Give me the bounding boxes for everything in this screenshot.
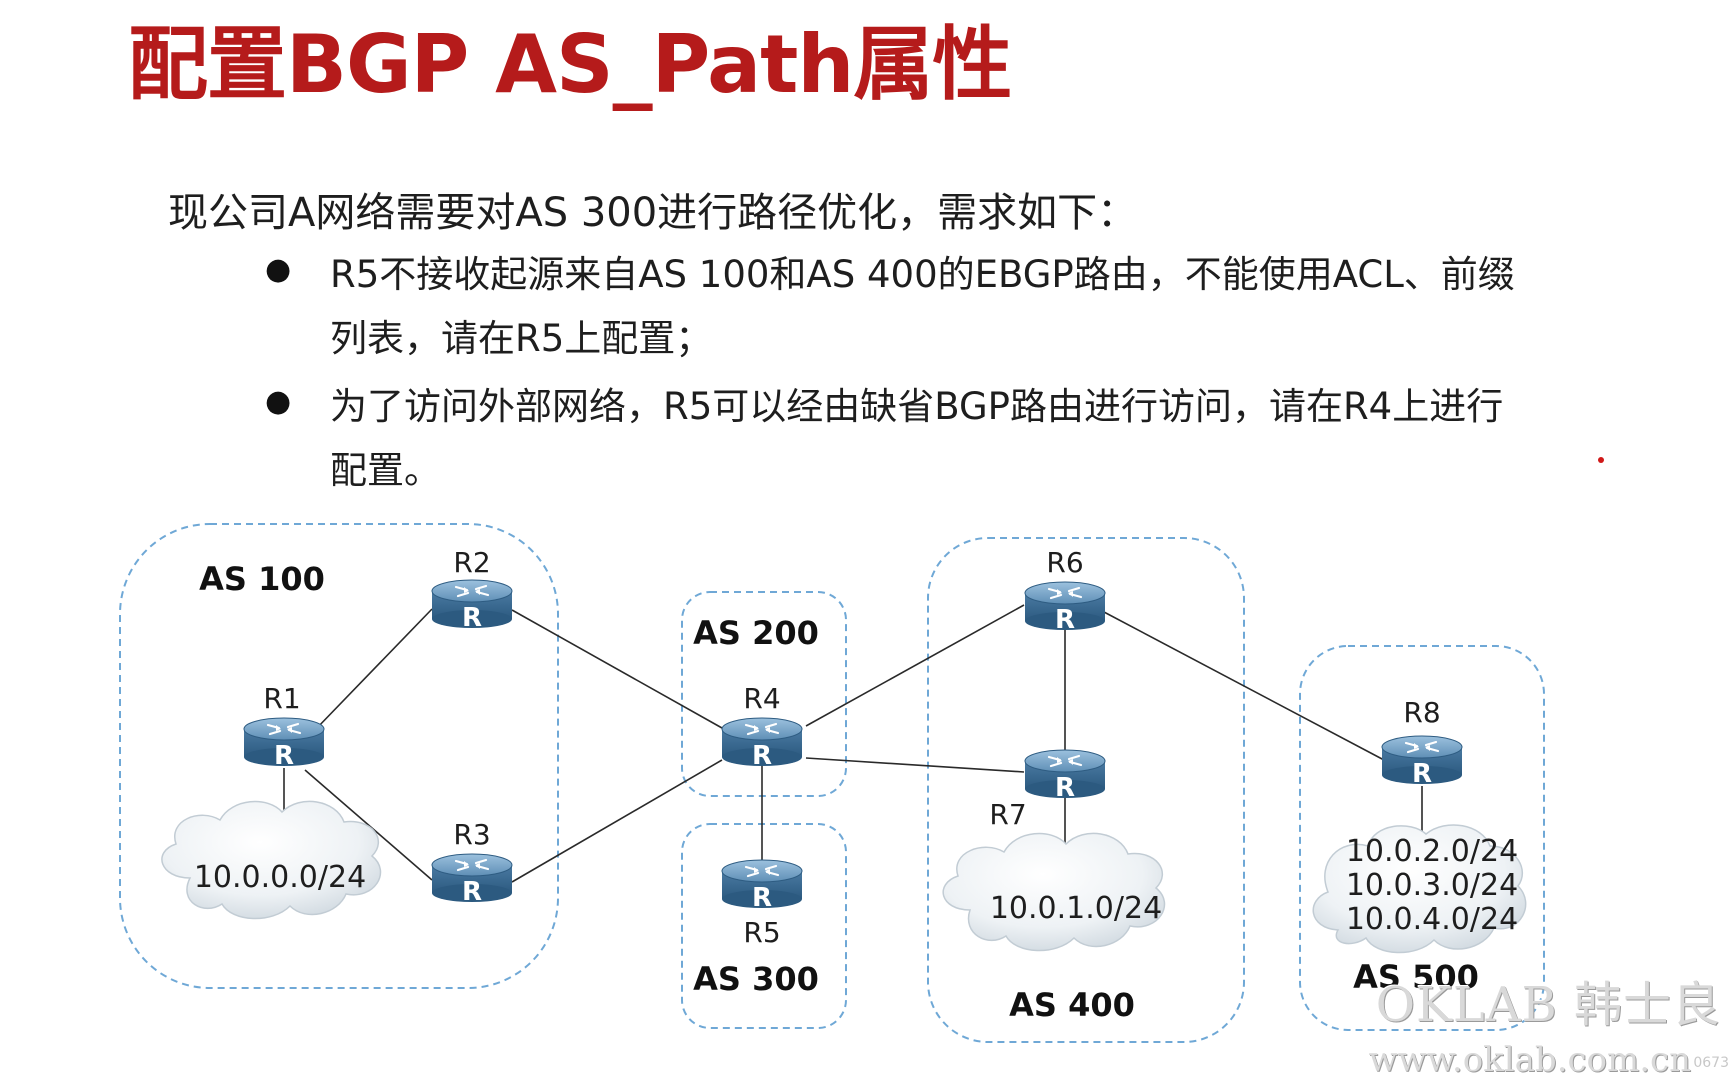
intro-text: 现公司A网络需要对AS 300进行路径优化，需求如下： (168, 190, 1138, 236)
as400-label: AS 400 (1009, 986, 1135, 1024)
network-as500-2: 10.0.3.0/24 (1346, 868, 1518, 903)
as200-label: AS 200 (693, 614, 819, 652)
router-r5: R R5 (720, 858, 804, 949)
router-label-r5: R5 (743, 916, 780, 949)
bullet-marker: ● (265, 384, 292, 419)
cloud-as100: 10.0.0.0/24 (161, 800, 382, 920)
link-r3-r4 (511, 759, 723, 883)
router-letter: R (462, 877, 482, 907)
router-r4: R R4 (720, 682, 804, 771)
router-letter: R (462, 603, 482, 633)
router-r7: R R7 (989, 748, 1107, 831)
router-letter: R (274, 741, 294, 771)
as300-label: AS 300 (693, 960, 819, 998)
requirement-2: 为了访问外部网络，R5可以经由缺省BGP路由进行访问，请在R4上进行 配置。 (330, 375, 1560, 503)
network-as500-3: 10.0.4.0/24 (1346, 902, 1518, 937)
network-as500-1: 10.0.2.0/24 (1346, 834, 1518, 869)
requirement-2-line-2: 配置。 (330, 449, 441, 492)
link-r4-r7 (805, 757, 1025, 773)
router-letter: R (1412, 759, 1432, 789)
router-r2: R R2 (430, 546, 514, 633)
router-label-r8: R8 (1403, 696, 1440, 729)
router-letter: R (752, 883, 772, 913)
link-r1-r2 (314, 608, 433, 731)
links (283, 604, 1423, 883)
as500-label: AS 500 (1353, 958, 1479, 996)
requirement-2-line-1: 为了访问外部网络，R5可以经由缺省BGP路由进行访问，请在R4上进行 (330, 385, 1504, 428)
network-as100: 10.0.0.0/24 (194, 860, 366, 895)
as500-boundary (1299, 645, 1545, 1031)
router-r1: R R1 (242, 682, 326, 771)
router-label-r1: R1 (263, 682, 300, 715)
watermark-faint-text: 0673 (1693, 1055, 1729, 1071)
network-as400: 10.0.1.0/24 (990, 891, 1162, 926)
requirement-1: R5不接收起源来自AS 100和AS 400的EBGP路由，不能使用ACL、前缀… (330, 243, 1560, 371)
link-r4-r6 (805, 604, 1025, 727)
requirement-1-line-1: R5不接收起源来自AS 100和AS 400的EBGP路由，不能使用ACL、前缀 (330, 253, 1515, 296)
router-r8: R R8 (1380, 696, 1464, 789)
router-letter: R (752, 741, 772, 771)
bullet-marker: ● (265, 252, 292, 287)
router-label-r6: R6 (1046, 546, 1083, 579)
router-letter: R (1055, 773, 1075, 803)
router-label-r3: R3 (453, 818, 490, 851)
as100-boundary (119, 523, 559, 989)
slide-title: 配置BGP AS_Path属性 (128, 18, 1012, 111)
as100-label: AS 100 (199, 560, 325, 598)
link-r6-r8 (1103, 611, 1385, 761)
router-r3: R R3 (430, 818, 514, 907)
link-r2-r4 (511, 609, 723, 729)
laser-pointer-dot (1598, 457, 1604, 463)
router-label-r4: R4 (743, 682, 780, 715)
router-r6: R R6 (1023, 546, 1107, 635)
as200-boundary (681, 591, 847, 797)
link-r1-r3 (304, 769, 433, 881)
cloud-as400: 10.0.1.0/24 (942, 832, 1166, 952)
watermark-url: www.oklab.com.cn (1368, 1040, 1691, 1080)
as400-boundary (927, 537, 1245, 1043)
as300-boundary (681, 823, 847, 1029)
watermark-brand: OKLAB 韩士良 (1375, 977, 1721, 1033)
router-label-r2: R2 (453, 546, 490, 579)
router-label-r7: R7 (989, 798, 1026, 831)
router-letter: R (1055, 605, 1075, 635)
cloud-as500: 10.0.2.0/24 10.0.3.0/24 10.0.4.0/24 (1312, 824, 1527, 954)
requirement-1-line-2: 列表，请在R5上配置； (330, 317, 713, 360)
